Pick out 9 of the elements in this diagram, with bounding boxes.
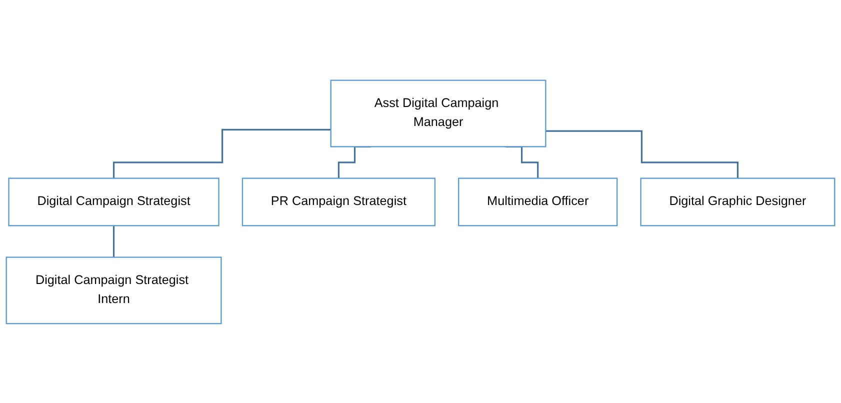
node-box: Digital Campaign Strategist Intern — [6, 256, 222, 324]
connector — [113, 224, 115, 258]
node-box: Multimedia Officer — [458, 177, 618, 226]
node-box: PR Campaign Strategist — [242, 177, 436, 226]
node-box: Digital Graphic Designer — [640, 177, 836, 226]
connector — [546, 130, 739, 179]
connector — [113, 128, 331, 179]
node-box: Digital Campaign Strategist — [8, 177, 220, 226]
node-box: Asst Digital Campaign Manager — [330, 79, 546, 147]
